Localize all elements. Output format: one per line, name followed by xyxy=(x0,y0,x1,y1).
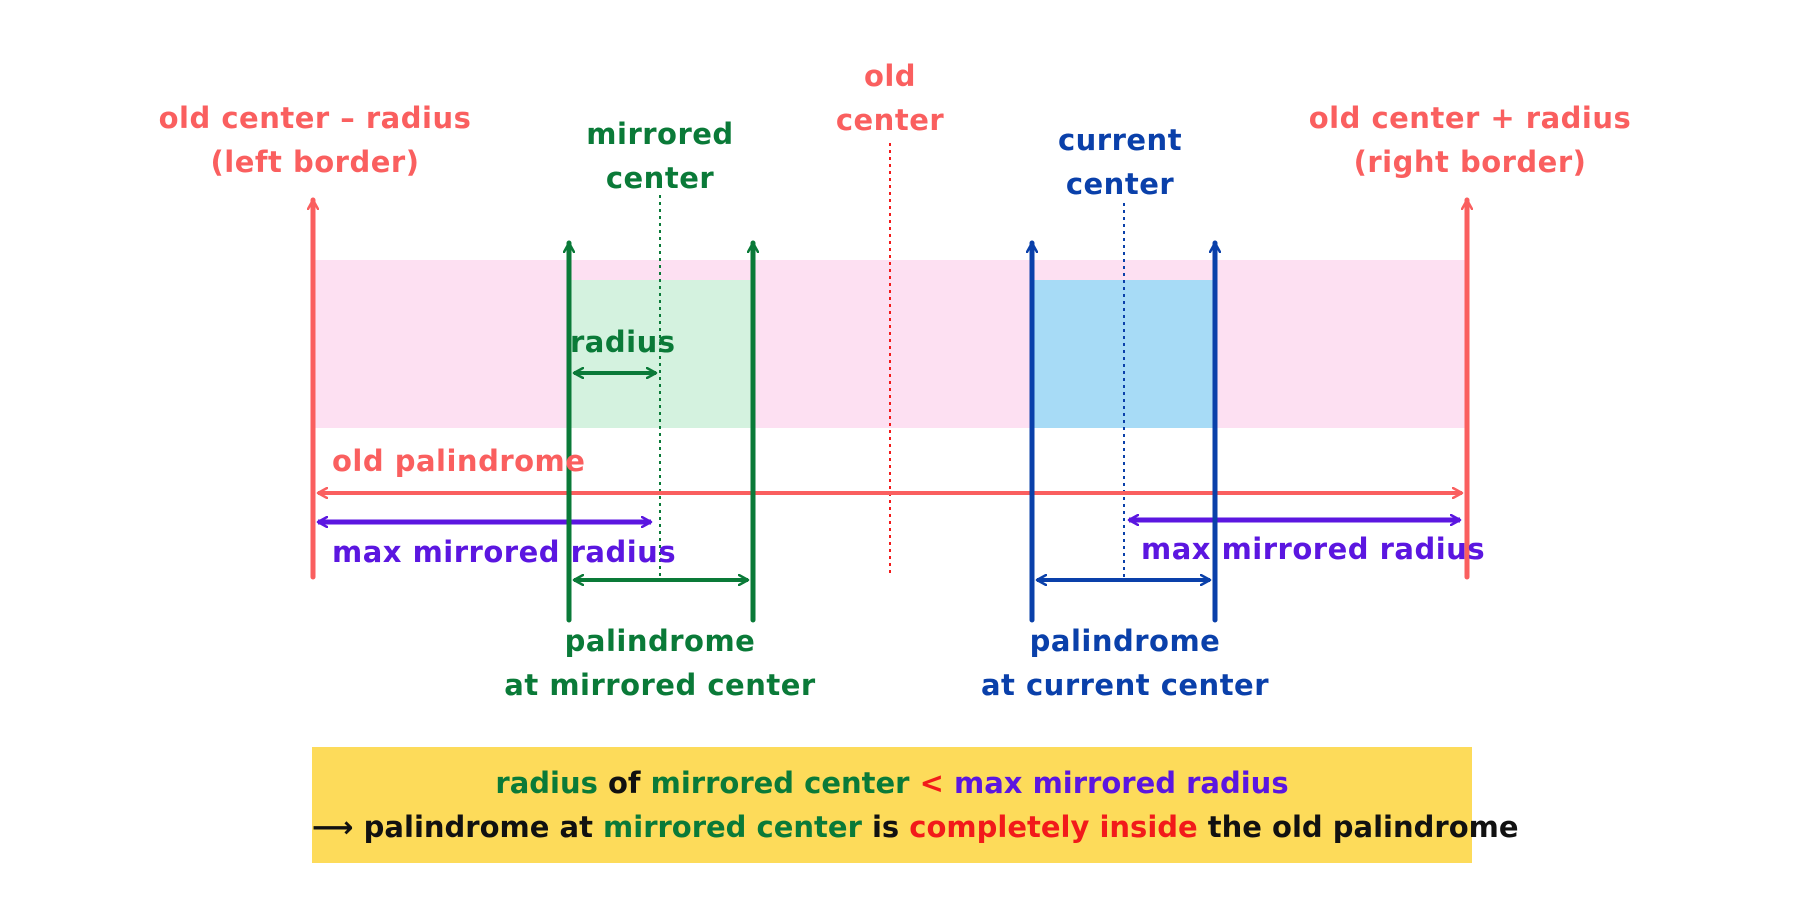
summary-palindrome-at-text: palindrome at xyxy=(353,810,604,844)
max-mirrored-radius-left-label: max mirrored radius xyxy=(332,535,677,569)
summary-of-text: of xyxy=(597,766,651,800)
old-palindrome-label: old palindrome xyxy=(332,444,586,478)
summary-old-palindrome-text: the old palindrome xyxy=(1197,810,1519,844)
mirrored-center-label: mirrored center xyxy=(586,117,734,195)
old-center-label: old center xyxy=(835,59,945,137)
radius-label: radius xyxy=(570,325,676,359)
left-border-label: old center – radius (left border) xyxy=(158,101,472,179)
right-border-label: old center + radius (right border) xyxy=(1308,101,1632,179)
summary-mirrored-center-text: mirrored center xyxy=(650,766,910,800)
max-mirrored-radius-right-label: max mirrored radius xyxy=(1141,532,1486,566)
summary-completely-inside-text: completely inside xyxy=(909,810,1198,844)
current-palindrome-fill xyxy=(1033,280,1216,428)
summary-is-text: is xyxy=(861,810,910,844)
summary-line-2: ⟶ palindrome at mirrored center is compl… xyxy=(312,805,1519,849)
implies-arrow-icon: ⟶ xyxy=(312,810,354,844)
summary-box: radius of mirrored center < max mirrored… xyxy=(312,747,1519,863)
summary-mirrored-center-text-2: mirrored center xyxy=(603,810,862,844)
palindrome-mirrored-label: palindrome at mirrored center xyxy=(504,624,816,702)
summary-radius-text: radius xyxy=(495,766,598,800)
current-center-label: current center xyxy=(1057,123,1183,201)
old-palindrome-band xyxy=(315,260,1465,428)
palindrome-current-label: palindrome at current center xyxy=(980,624,1270,702)
summary-max-mirrored-radius-text: max mirrored radius xyxy=(954,766,1289,800)
summary-less-than-symbol: < xyxy=(909,766,954,800)
mirrored-palindrome-fill xyxy=(570,280,753,428)
summary-line-1: radius of mirrored center < max mirrored… xyxy=(312,761,1472,805)
